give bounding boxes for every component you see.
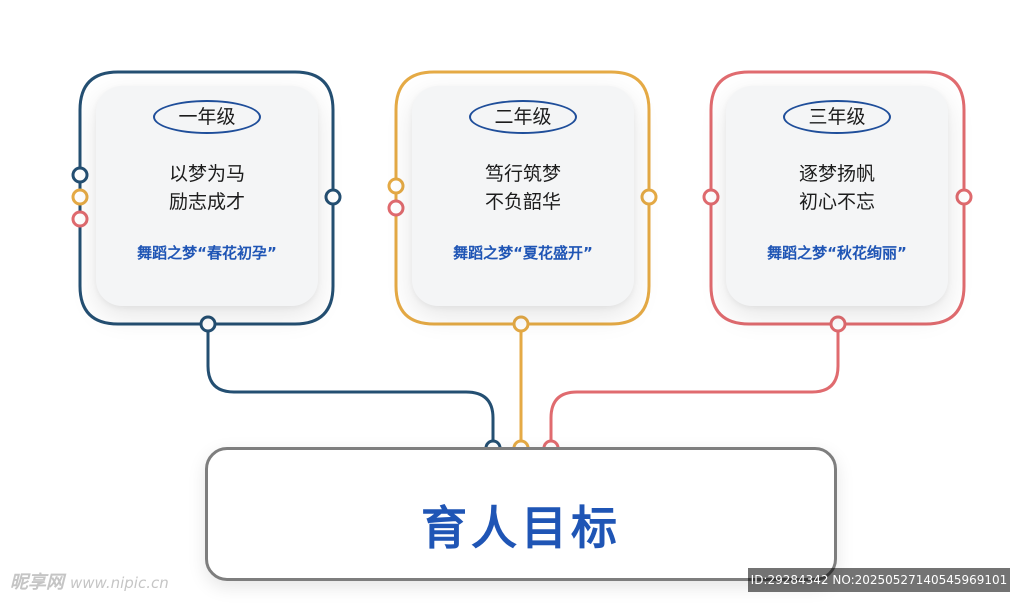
ring-node-icon bbox=[199, 315, 217, 333]
ring-node-icon bbox=[71, 166, 89, 184]
grade-label: 一年级 bbox=[153, 100, 261, 134]
frame-line bbox=[394, 70, 651, 326]
dance-dream-text: 舞蹈之梦“夏花盛开” bbox=[453, 244, 593, 262]
ring-node-icon bbox=[955, 188, 973, 206]
goal-box: 育人目标 bbox=[205, 447, 837, 581]
ring-node-icon bbox=[829, 315, 847, 333]
ring-node-icon bbox=[324, 188, 342, 206]
dance-dream-text: 舞蹈之梦“秋花绚丽” bbox=[767, 244, 907, 262]
ring-node-icon bbox=[702, 188, 720, 206]
grade-card-3: 三年级 逐梦扬帆 初心不忘 舞蹈之梦“秋花绚丽” bbox=[726, 86, 948, 306]
dance-dream-text: 舞蹈之梦“春花初孕” bbox=[137, 244, 277, 262]
grade-label: 二年级 bbox=[469, 100, 577, 134]
ring-node-icon bbox=[71, 188, 89, 206]
goal-title: 育人目标 bbox=[421, 501, 621, 555]
frame-line bbox=[549, 328, 840, 444]
ring-node-icon bbox=[387, 177, 405, 195]
watermark-id: ID:29284342 NO:20250527140545969101 bbox=[748, 568, 1010, 592]
ring-node-icon bbox=[387, 199, 405, 217]
grade-card-1: 一年级 以梦为马 励志成才 舞蹈之梦“春花初孕” bbox=[96, 86, 318, 306]
motto-text: 笃行筑梦 不负韶华 bbox=[484, 163, 561, 213]
grade-card-2: 二年级 笃行筑梦 不负韶华 舞蹈之梦“夏花盛开” bbox=[412, 86, 634, 306]
ring-node-icon bbox=[640, 188, 658, 206]
motto-text: 以梦为马 励志成才 bbox=[168, 163, 245, 213]
grade-label: 三年级 bbox=[783, 100, 891, 134]
ring-node-icon bbox=[512, 315, 530, 333]
frame-line bbox=[206, 328, 495, 444]
motto-text: 逐梦扬帆 初心不忘 bbox=[798, 163, 875, 213]
ring-node-icon bbox=[71, 210, 89, 228]
